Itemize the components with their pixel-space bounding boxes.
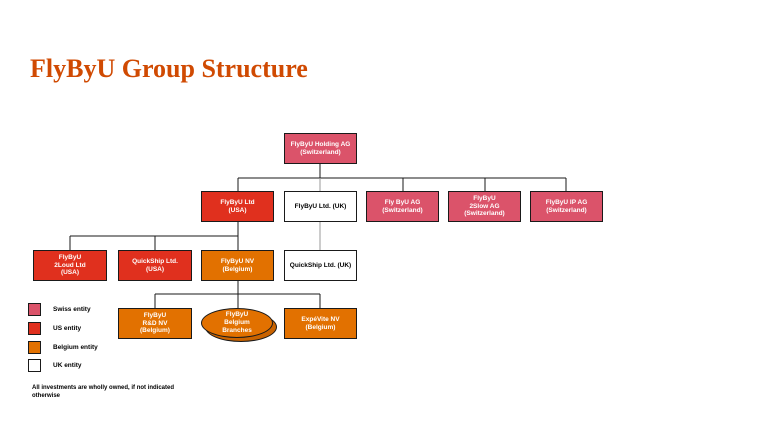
entity-label: FlyByU Ltd (USA) — [220, 198, 255, 214]
entity-flybyu-holding-ag: FlyByU Holding AG (Switzerland) — [284, 133, 357, 164]
entity-label: FlyByU 2Slow AG (Switzerland) — [464, 194, 505, 218]
footnote: All investments are wholly owned, if not… — [32, 385, 175, 400]
entity-flybyu-2loud-ltd: FlyByU 2Loud Ltd (USA) — [33, 250, 107, 281]
entity-flybyu-ltd-usa: FlyByU Ltd (USA) — [201, 191, 274, 222]
entity-flybyu-rd-nv: FlyByU R&D NV (Belgium) — [118, 308, 192, 339]
entity-label: FlyByU Ltd. (UK) — [294, 202, 347, 210]
legend-label: UK entity — [53, 361, 82, 369]
legend-swatch-us — [28, 321, 41, 335]
entity-label: FlyByU NV (Belgium) — [220, 257, 255, 273]
entity-label: FlyByU Holding AG (Switzerland) — [290, 140, 351, 156]
legend-item-uk: UK entity — [28, 357, 82, 373]
legend-label: Belgium entity — [53, 343, 98, 351]
entity-fly-byu-ag: Fly ByU AG (Switzerland) — [366, 191, 439, 222]
entity-quickship-usa: QuickShip Ltd. (USA) — [118, 250, 192, 281]
entity-label: FlyByU R&D NV (Belgium) — [140, 311, 170, 335]
entity-label: FlyByU 2Loud Ltd (USA) — [54, 253, 86, 277]
entity-belgium-branches: FlyByU Belgium Branches — [201, 308, 273, 338]
entity-label: Fly ByU AG (Switzerland) — [382, 198, 423, 214]
entity-label: ExpéVite NV (Belgium) — [301, 315, 340, 331]
entity-flybyu-ip-ag: FlyByU IP AG (Switzerland) — [530, 191, 603, 222]
legend-item-belgium: Belgium entity — [28, 339, 98, 355]
entity-flybyu-ltd-uk: FlyByU Ltd. (UK) — [284, 191, 357, 222]
legend-swatch-belgium — [28, 340, 41, 354]
entity-expevite-nv: ExpéVite NV (Belgium) — [284, 308, 357, 339]
legend-swatch-uk — [28, 358, 41, 372]
entity-flybyu-nv: FlyByU NV (Belgium) — [201, 250, 274, 281]
page-title: FlyByU Group Structure — [30, 54, 308, 83]
entity-flybyu-2slow-ag: FlyByU 2Slow AG (Switzerland) — [448, 191, 521, 222]
entity-label: QuickShip Ltd. (USA) — [132, 257, 178, 273]
entity-label: FlyByU IP AG (Switzerland) — [545, 198, 588, 214]
legend-item-swiss: Swiss entity — [28, 301, 91, 317]
entity-label: QuickShip Ltd. (UK) — [289, 261, 352, 269]
entity-label: FlyByU Belgium Branches — [222, 311, 252, 334]
legend-swatch-swiss — [28, 302, 41, 316]
legend-label: Swiss entity — [53, 305, 91, 313]
legend-label: US entity — [53, 324, 82, 332]
legend-item-us: US entity — [28, 320, 81, 336]
entity-quickship-uk: QuickShip Ltd. (UK) — [284, 250, 357, 281]
